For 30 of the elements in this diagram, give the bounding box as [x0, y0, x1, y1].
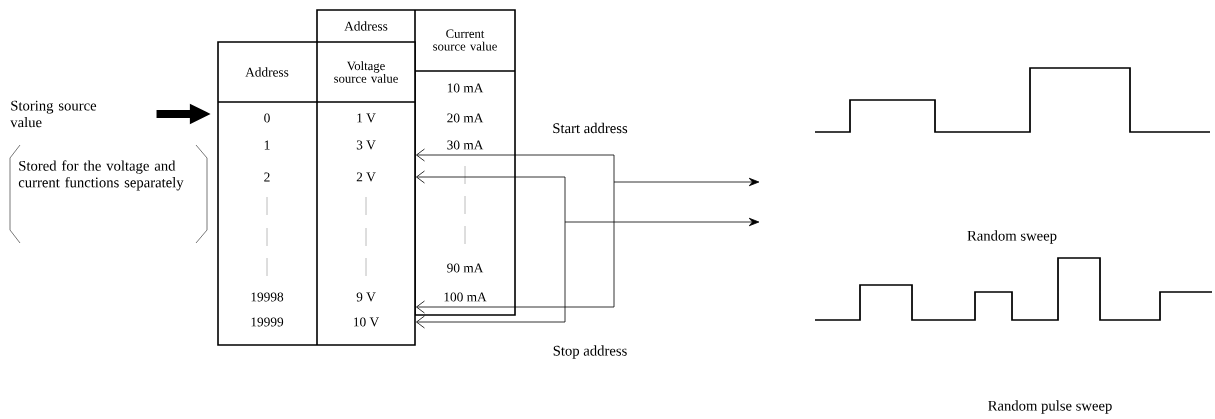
- connector-arrow: [416, 170, 566, 223]
- waveform-drawing: [814, 257, 1213, 321]
- table-cell: 30 mA: [447, 140, 484, 150]
- table-cell: 100 mA: [444, 292, 487, 302]
- note-text: Stored for the voltage and current functions separately: [18, 160, 184, 191]
- table-cell: 10 mA: [447, 83, 484, 93]
- table-cell: 20 mA: [447, 113, 484, 123]
- table-cell: 1 V: [357, 113, 376, 123]
- table-cell: 2 V: [356, 172, 376, 182]
- table-cell: 2: [264, 172, 270, 182]
- connector-arrow: [416, 181, 615, 314]
- table-cell: 3 V: [356, 140, 376, 150]
- table-cell: 19999: [251, 317, 284, 327]
- table-cell: 0: [264, 113, 270, 123]
- column-header: Current source value: [433, 29, 497, 51]
- edge-label: Start address: [551, 121, 629, 135]
- connector-arrow: [416, 148, 615, 183]
- table-cell: 1: [264, 140, 270, 150]
- column-header: Address: [245, 67, 289, 77]
- table-cell: 10 V: [354, 317, 379, 327]
- column-header: Address: [344, 21, 388, 31]
- caption: Random pulse sweep: [988, 400, 1112, 414]
- waveform-drawing: [814, 67, 1211, 133]
- column-header: Voltage source value: [334, 61, 398, 83]
- table-cell: 90 mA: [447, 263, 484, 273]
- edge-label: Stop address: [551, 344, 629, 360]
- text-label: Storing source value: [10, 100, 97, 128]
- table-cell: 19998: [251, 292, 284, 302]
- connector-arrow: [416, 221, 566, 329]
- table-cell: 9 V: [356, 292, 376, 302]
